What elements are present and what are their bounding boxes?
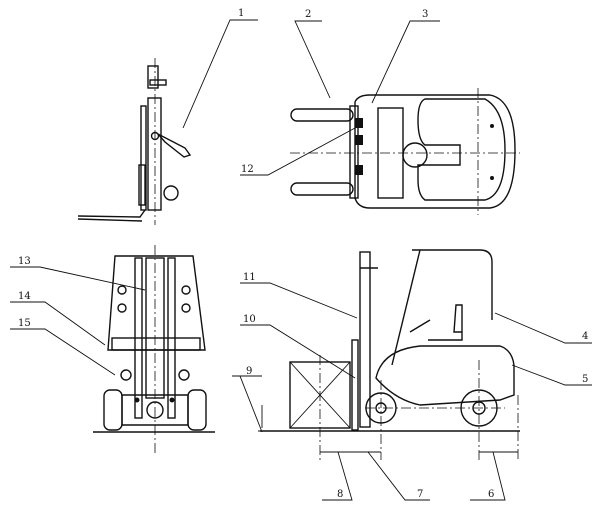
callout-7: 7 [417,489,423,500]
leader-lines [10,19,592,501]
callout-1: 1 [238,8,244,19]
top-view [290,88,520,215]
callout-5: 5 [582,374,588,385]
callout-12: 12 [241,164,254,175]
callout-4: 4 [582,331,588,342]
front-view [93,245,215,455]
callout-10: 10 [243,314,256,325]
callout-15: 15 [18,318,31,329]
mast-side-view [77,58,192,225]
callout-8: 8 [337,489,343,500]
callout-13: 13 [18,256,31,267]
callouts: 1 2 3 4 5 6 7 8 9 10 11 12 13 14 15 [18,8,588,500]
callout-14: 14 [18,291,31,302]
callout-9: 9 [246,366,252,377]
callout-11: 11 [243,272,256,283]
callout-3: 3 [422,9,428,20]
side-view [258,249,520,460]
callout-6: 6 [488,489,494,500]
callout-2: 2 [305,9,311,20]
